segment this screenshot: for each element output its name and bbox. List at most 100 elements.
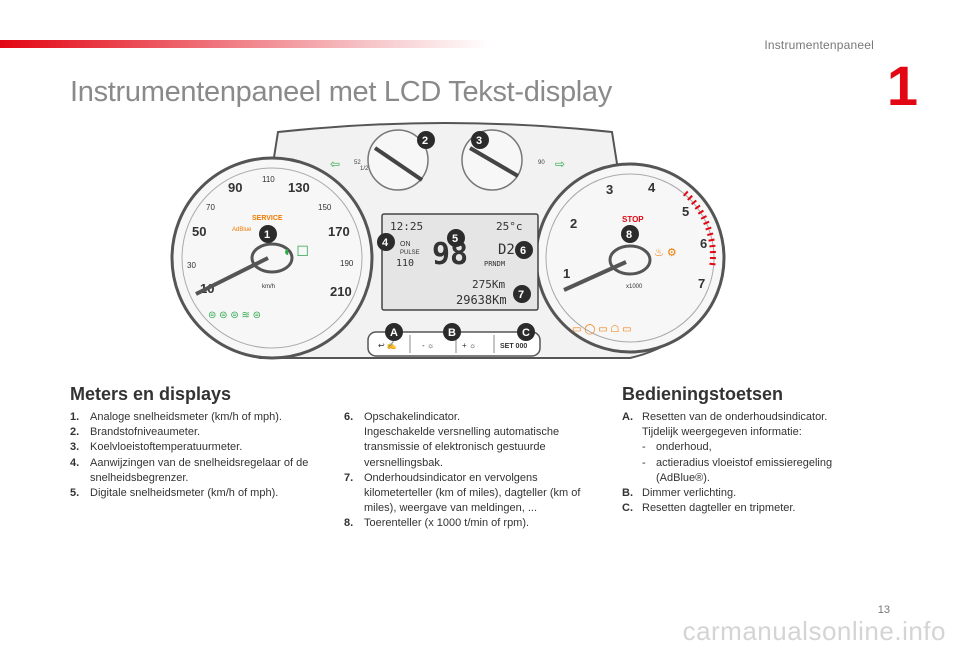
turn-right-icon: ⇨ xyxy=(555,157,565,171)
speedometer-dial xyxy=(170,156,374,360)
temperature-needle xyxy=(468,146,520,178)
item-number: 2. xyxy=(70,426,80,439)
lcd-gear: D2 xyxy=(498,242,515,258)
fuel-left-label: 1/2 xyxy=(360,166,369,172)
item-text: Resetten dagteller en tripmeter. xyxy=(642,502,796,515)
callout-1-label: 1 xyxy=(264,229,270,241)
fuel-needle xyxy=(373,146,424,182)
cluster-svg: 1/2 90 52 ⇦ ⇨ 10 30 50 70 90 110 130 150… xyxy=(170,122,726,360)
callout-2-label: 2 xyxy=(422,135,428,147)
item-letter: C. xyxy=(622,502,633,515)
tacho-tick-4: 4 xyxy=(648,180,656,195)
speedo-tick-90: 90 xyxy=(228,180,242,195)
chapter-number: 1 xyxy=(886,54,918,117)
button-c[interactable]: SET 000 xyxy=(500,343,527,350)
item-text: Onderhoudsindicator en vervolgens kilome… xyxy=(364,471,581,515)
tacho-hub xyxy=(608,244,652,276)
callout-5: 5 xyxy=(447,229,465,247)
lcd-trip: 275Km xyxy=(472,278,505,291)
speedo-hub xyxy=(250,242,294,274)
list-item: C. Resetten dagteller en tripmeter. xyxy=(622,501,862,516)
callout-c: C xyxy=(517,323,535,341)
service-indicator: SERVICE xyxy=(252,215,283,222)
callout-5-label: 5 xyxy=(452,233,458,245)
item-number: 7. xyxy=(344,471,354,484)
callout-4: 4 xyxy=(377,233,395,251)
list-item: 7. Onderhoudsindicator en vervolgens kilo… xyxy=(344,471,594,517)
item-text-line1: Opschakelindicator. xyxy=(364,411,460,423)
speedo-tick-170: 170 xyxy=(328,224,350,239)
temp-left-label: 52 xyxy=(354,160,361,166)
speedo-tick-30: 30 xyxy=(187,261,196,270)
button-a[interactable]: ↩ ✍ xyxy=(378,341,397,350)
item-text: Resetten van de onderhoudsindicator. Tij… xyxy=(642,410,862,486)
list-item: 1.Analoge snelheidsmeter (km/h of mph). xyxy=(70,410,320,425)
callout-c-label: C xyxy=(522,327,530,339)
button-dim-plus[interactable]: + ☼ xyxy=(462,341,476,350)
item-letter: B. xyxy=(622,487,633,500)
tacho-needle xyxy=(563,260,627,292)
speedo-needle xyxy=(195,256,269,296)
callout-3-label: 3 xyxy=(476,135,482,147)
item-number: 4. xyxy=(70,456,80,469)
list-item: 8. Toerenteller (x 1000 t/min of rpm). xyxy=(344,516,594,531)
callout-b: B xyxy=(443,323,461,341)
stop-warning: STOP xyxy=(622,215,644,224)
speedo-tick-210: 210 xyxy=(330,284,352,299)
callout-3: 3 xyxy=(471,131,489,149)
speedo-unit: km/h xyxy=(262,284,275,290)
turn-left-icon: ⇦ xyxy=(330,157,340,171)
lcd-display xyxy=(381,213,539,311)
tacho-unit: x1000 xyxy=(626,284,643,290)
tacho-tick-6: 6 xyxy=(700,236,707,251)
lcd-odometer: 29638Km xyxy=(456,293,507,307)
button-dim-minus[interactable]: - ☼ xyxy=(422,341,434,350)
item-text: Brandstofniveaumeter. xyxy=(90,426,201,439)
tacho-tick-5: 5 xyxy=(682,204,689,219)
lcd-time: 12:25 xyxy=(390,220,423,233)
adblue-indicator: AdBlue xyxy=(232,227,252,233)
section-name: Instrumentenpaneel xyxy=(764,38,874,52)
controls-list: A. Resetten van de onderhoudsindicator. … xyxy=(622,410,862,516)
list-item: A. Resetten van de onderhoudsindicator. … xyxy=(622,410,862,486)
item-text: Aanwijzingen van de snelheidsregelaar of… xyxy=(90,456,309,484)
item-text: Koelvloeistoftemperatuurmeter. xyxy=(90,441,243,454)
temp-right-label: 90 xyxy=(538,160,545,166)
item-text: Digitale snelheidsmeter (km/h of mph). xyxy=(90,487,279,500)
warning-icons-right: ▭ ◯ ▭ ☖ ▭ xyxy=(572,324,632,335)
engine-icons-right: ♨ ⚙ xyxy=(654,247,677,259)
page-number: 13 xyxy=(877,604,890,616)
item-text: Opschakelindicator.Ingeschakelde versnel… xyxy=(364,410,594,471)
callout-a: A xyxy=(385,323,403,341)
list-item: 4. Aanwijzingen van de snelheidsregelaar … xyxy=(70,456,320,486)
list-item: B.Dimmer verlichting. xyxy=(622,486,862,501)
warning-icons-left: ◐ ☐ xyxy=(284,243,309,259)
sub-item: -onderhoud, xyxy=(642,440,862,455)
tacho-tick-1: 1 xyxy=(563,266,570,281)
callout-8-label: 8 xyxy=(626,229,632,241)
sub-item: -actieradius vloeistof emissieregeling (… xyxy=(642,456,862,486)
meters-list-right: 6.Opschakelindicator.Ingeschakelde versn… xyxy=(344,410,594,532)
speedo-tick-130: 130 xyxy=(288,180,310,195)
callout-a-label: A xyxy=(390,327,398,339)
item-text: Toerenteller (x 1000 t/min of rpm). xyxy=(364,517,530,530)
sub-item-text: onderhoud, xyxy=(656,441,712,454)
controls-heading: Bedieningstoetsen xyxy=(622,384,784,404)
list-item: 6.Opschakelindicator.Ingeschakelde versn… xyxy=(344,410,594,471)
tacho-tick-7: 7 xyxy=(698,276,705,291)
speedo-tick-110: 110 xyxy=(262,175,275,184)
callout-6-label: 6 xyxy=(520,245,526,257)
light-indicators-left: ⊜ ⊜ ⊜ ≋ ⊜ xyxy=(208,310,261,321)
item-number: 8. xyxy=(344,517,354,530)
item-letter: A. xyxy=(622,411,633,423)
callout-7: 7 xyxy=(513,285,531,303)
callout-7-label: 7 xyxy=(518,289,524,301)
meters-heading: Meters en displays xyxy=(70,384,232,404)
item-text-line1: Resetten van de onderhoudsindicator. xyxy=(642,411,828,423)
item-text-line2: Tijdelijk weergegeven informatie: xyxy=(642,426,802,439)
meters-list-left: 1.Analoge snelheidsmeter (km/h of mph). … xyxy=(70,410,320,501)
item-text: Analoge snelheidsmeter (km/h of mph). xyxy=(90,411,282,423)
lcd-speed-limit: 110 xyxy=(396,258,414,269)
top-accent-bar xyxy=(0,40,490,48)
callout-4-label: 4 xyxy=(382,237,389,249)
